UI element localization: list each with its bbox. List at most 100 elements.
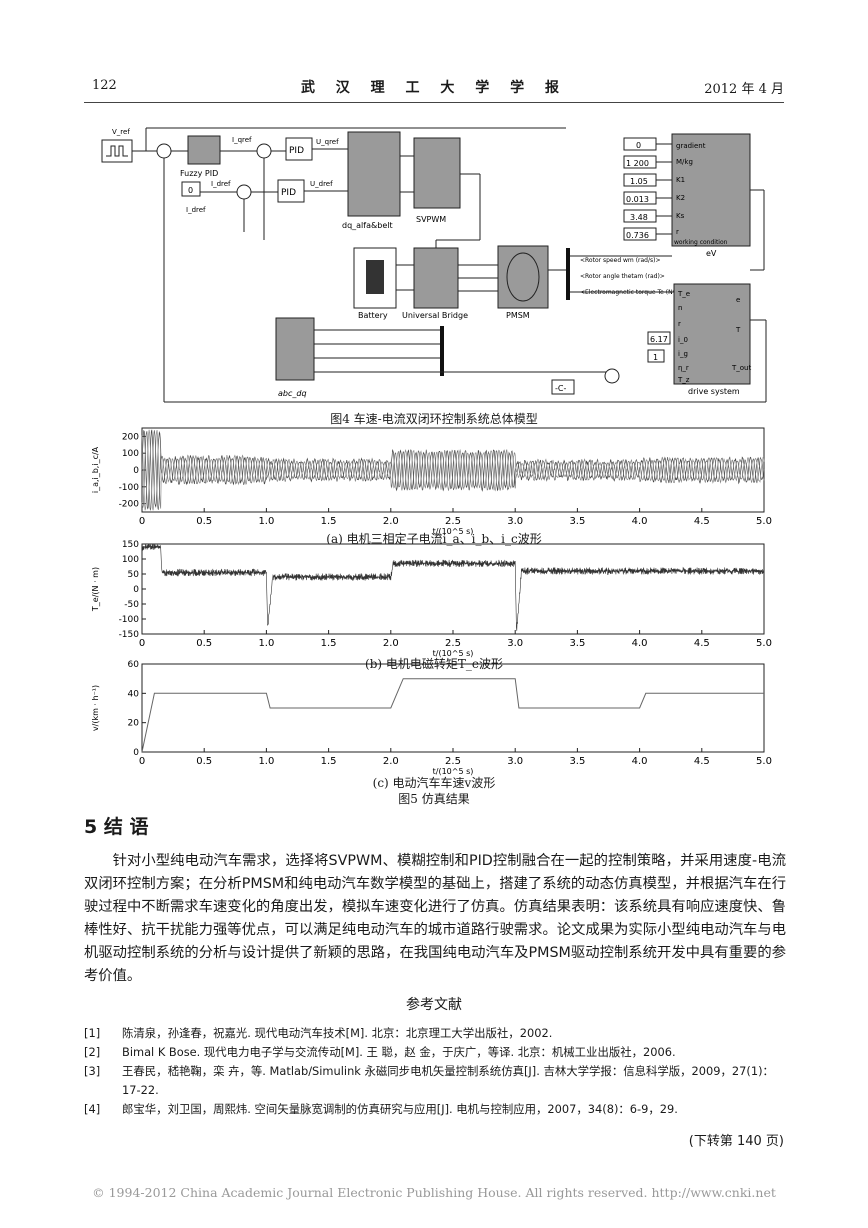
x-tick-label: 4.5	[694, 516, 710, 527]
x-tick-label: 0.5	[196, 756, 212, 767]
vref-label: V_ref	[112, 128, 130, 136]
y-tick-label: 100	[122, 555, 139, 565]
y-tick-label: 100	[122, 449, 139, 459]
torque-line	[141, 543, 765, 631]
x-tick-label: 0	[139, 638, 145, 649]
y-tick-label: -150	[119, 630, 140, 640]
x-tick-label: 3.5	[569, 756, 585, 767]
y-axis-label: T_e/(N · m)	[91, 567, 100, 612]
simulink-block-diagram: V_ref Fuzzy PID I_qref PID U_qref 0 I_dr…	[101, 127, 767, 403]
y-tick-label: 200	[122, 432, 139, 442]
svg-text:Universal Bridge: Universal Bridge	[402, 311, 468, 320]
x-axis-label: t/(10^5 s)	[433, 649, 474, 658]
svg-text:SVPWM: SVPWM	[416, 215, 446, 224]
references-heading: 参考文献	[406, 997, 462, 1013]
pmsm-block	[497, 245, 549, 309]
id-ref-const	[181, 181, 201, 197]
x-tick-label: 0.5	[196, 516, 212, 527]
svg-text:dq_alfa&belt: dq_alfa&belt	[342, 221, 393, 230]
header-rule	[84, 102, 784, 103]
x-tick-label: 1.5	[321, 756, 337, 767]
svg-text:Ks: Ks	[676, 212, 685, 220]
dq-transform-block	[347, 131, 401, 217]
y-tick-label: -200	[119, 500, 140, 510]
drive-const-1	[647, 331, 671, 345]
svg-text:T: T	[735, 326, 741, 334]
figure5c-caption: (c) 电动汽车车速v波形	[372, 776, 496, 790]
reference-item: [3]王春民，嵇艳鞠，栾 卉，等. Matlab/Simulink 永磁同步电机…	[84, 1064, 774, 1097]
svg-text:r: r	[678, 320, 681, 328]
x-tick-label: 3.0	[507, 638, 523, 649]
reference-item: [4]郎宝华，刘卫国，周熙炜. 空间矢量脉宽调制的仿真研究与应用[J]. 电机与…	[84, 1102, 678, 1116]
svg-text:I_dref: I_dref	[186, 206, 206, 214]
plot-frame	[141, 543, 765, 635]
battery-icon	[366, 260, 384, 294]
issue-date: 2012 年 4 月	[704, 82, 784, 97]
svg-text:PID: PID	[289, 146, 304, 156]
svg-text:0.013: 0.013	[626, 195, 649, 204]
continued-note: (下转第 140 页)	[688, 1134, 784, 1149]
copyright-footer: © 1994-2012 China Academic Journal Elect…	[92, 1185, 776, 1200]
journal-title: 武 汉 理 工 大 学 学 报	[300, 80, 568, 96]
svg-text:I_dref: I_dref	[211, 180, 231, 188]
svg-text:i_g: i_g	[678, 350, 688, 358]
x-tick-label: 3.5	[569, 638, 585, 649]
speed-line	[141, 678, 764, 753]
svg-text:T_z: T_z	[677, 376, 690, 384]
svg-text:K2: K2	[676, 194, 685, 202]
svg-text:Battery: Battery	[358, 311, 388, 320]
figure5-caption: 图5 仿真结果	[398, 792, 470, 806]
x-tick-label: 3.0	[507, 756, 523, 767]
fuzzy-pid-block	[187, 135, 221, 165]
x-tick-label: 2.0	[383, 756, 399, 767]
svg-text:PID: PID	[281, 188, 296, 198]
sum-junction-3	[236, 184, 252, 200]
fuzzy-pid-label: Fuzzy PID	[180, 169, 218, 178]
x-tick-label: 4.0	[632, 756, 648, 767]
x-tick-label: 5.0	[756, 516, 772, 527]
vref-block	[101, 139, 133, 163]
x-tick-label: 4.5	[694, 638, 710, 649]
x-tick-label: 2.0	[383, 516, 399, 527]
svg-text:1.05: 1.05	[630, 177, 648, 186]
bus-selector	[566, 248, 570, 300]
svg-text:<Rotor speed wm (rad/s)>: <Rotor speed wm (rad/s)>	[580, 257, 661, 264]
x-tick-label: 2.0	[383, 638, 399, 649]
y-tick-label: 0	[133, 748, 139, 758]
sum-junction-2	[256, 143, 272, 159]
sum-junction-4	[604, 368, 620, 384]
current-phase-3	[141, 430, 765, 511]
y-axis-label: i_a,i_b,i_c/A	[91, 446, 100, 493]
drive-system-block	[673, 283, 751, 385]
x-tick-label: 5.0	[756, 756, 772, 767]
svg-text:M/kg: M/kg	[676, 158, 693, 166]
x-tick-label: 1.0	[258, 756, 274, 767]
svg-text:η_r: η_r	[678, 364, 689, 372]
x-tick-label: 1.5	[321, 516, 337, 527]
svg-text:T_e: T_e	[677, 290, 690, 298]
y-tick-label: 0	[133, 466, 139, 476]
svg-text:r: r	[676, 228, 679, 236]
x-tick-label: 4.0	[632, 638, 648, 649]
figure5b-caption: (b) 电机电磁转矩T_e波形	[365, 657, 503, 671]
conclusion-paragraph: 针对小型纯电动汽车需求，选择将SVPWM、模糊控制和PID控制融合在一起的控制策…	[84, 853, 786, 984]
svg-text:1: 1	[653, 353, 658, 362]
svg-text:K1: K1	[676, 176, 685, 184]
universal-bridge-block	[413, 247, 459, 309]
svg-text:abc_dq: abc_dq	[278, 389, 307, 398]
x-tick-label: 5.0	[756, 638, 772, 649]
y-axis-label: v/(km · h⁻¹)	[91, 685, 100, 731]
plot-frame	[141, 663, 765, 753]
x-tick-label: 1.0	[258, 516, 274, 527]
y-tick-label: 60	[128, 660, 140, 670]
current-phase-2	[141, 429, 765, 511]
x-tick-label: 3.0	[507, 516, 523, 527]
y-tick-label: -50	[124, 600, 139, 610]
y-tick-label: -100	[119, 615, 140, 625]
gain-block	[551, 379, 575, 395]
svg-text:-C-: -C-	[555, 384, 566, 393]
section-title: 5 结 语	[84, 816, 149, 838]
